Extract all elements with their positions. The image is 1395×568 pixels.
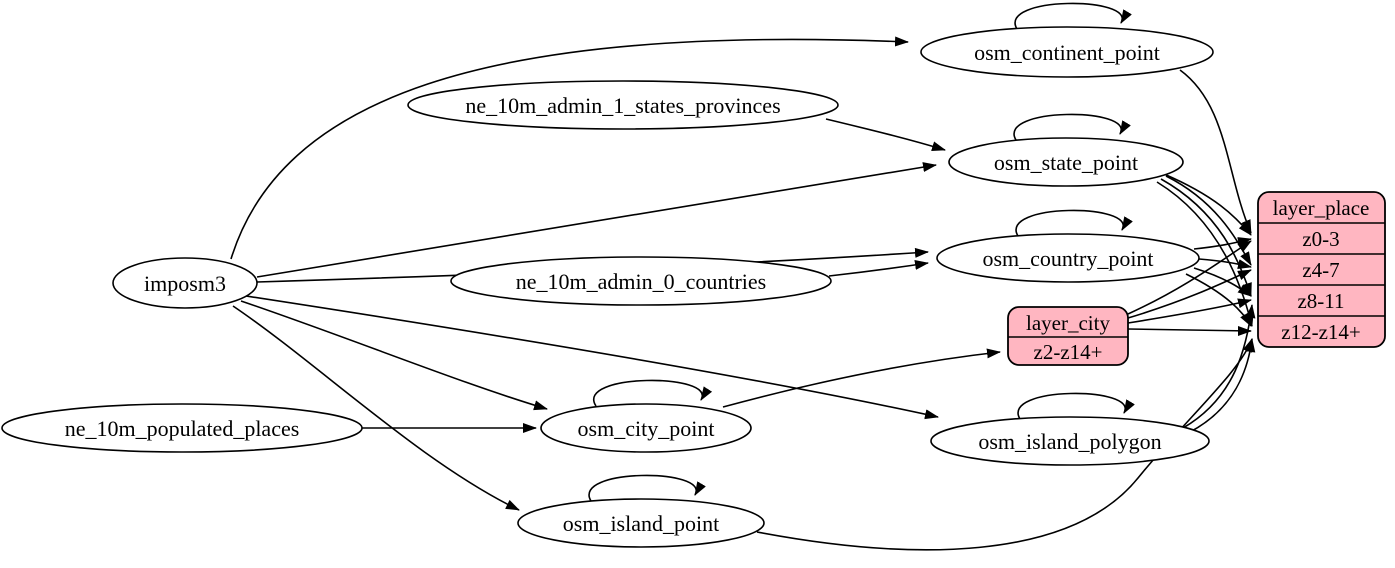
nodes-group: imposm3 ne_10m_admin_1_states_provinces …	[1, 26, 1386, 548]
edge-osm_country_point-layer_place-z8-11	[1193, 267, 1252, 297]
edge-imposm3-osm_island_point	[232, 305, 520, 511]
edge-imposm3-osm_city_point	[240, 300, 548, 411]
imposm3-label: imposm3	[144, 271, 226, 296]
edge-osm_country_point-layer_place-z12-z14	[1185, 273, 1252, 327]
node-ne_10m_admin_0_countries: ne_10m_admin_0_countries	[450, 256, 832, 306]
ne_10m_admin_0_countries-label: ne_10m_admin_0_countries	[516, 269, 767, 294]
ne_10m_populated_places-label: ne_10m_populated_places	[65, 416, 300, 441]
node-osm_continent_point: osm_continent_point	[920, 26, 1214, 78]
layer_place-row-z0-3: z0-3	[1302, 227, 1339, 251]
edge-imposm3-osm_island_polygon	[245, 295, 939, 420]
edge-layer_city-layer_place-z8-11	[1127, 298, 1252, 324]
edge-osm_state_point-layer_place-z8-11	[1160, 178, 1252, 297]
layer_city-title: layer_city	[1026, 311, 1110, 335]
osm_island_polygon-label: osm_island_polygon	[978, 429, 1161, 454]
node-osm_state_point: osm_state_point	[948, 137, 1184, 187]
edge-layer_city-layer_place-z12-z14	[1127, 325, 1252, 336]
self-loop-osm_state_point	[1013, 113, 1131, 141]
edge-ne_10m_admin_1_states_provinces-osm_state_point	[825, 118, 946, 152]
edge-osm_continent_point-layer_place-z0-3	[1179, 69, 1252, 234]
osm_city_point-shape	[540, 403, 752, 453]
node-ne_10m_admin_1_states_provinces: ne_10m_admin_1_states_provinces	[407, 80, 839, 130]
node-osm_island_polygon: osm_island_polygon	[930, 416, 1210, 466]
edge-imposm3-osm_state_point	[256, 162, 937, 278]
edge-osm_island_point-layer_place-z12-z14	[756, 338, 1253, 551]
ne_10m_admin_0_countries-shape	[450, 256, 832, 306]
node-osm_city_point: osm_city_point	[540, 403, 752, 453]
osm_island_point-label: osm_island_point	[563, 511, 719, 536]
edge-ne_10m_admin_0_countries-osm_country_point	[828, 260, 929, 277]
self-loop-osm_island_polygon	[1017, 392, 1135, 420]
layer_place-row-z8-11: z8-11	[1297, 289, 1344, 313]
self-loop-osm_country_point	[1015, 209, 1133, 237]
node-imposm3: imposm3	[112, 257, 258, 309]
edge-osm_city_point-layer_city-z2-z14	[722, 348, 1001, 408]
osm_continent_point-label: osm_continent_point	[974, 40, 1160, 65]
ne_10m_admin_1_states_provinces-shape	[407, 80, 839, 130]
osm_state_point-shape	[948, 137, 1184, 187]
osm_island_point-shape	[517, 498, 765, 548]
layer_city-row-z2-z14: z2-z14+	[1034, 340, 1103, 364]
self-loop-osm_continent_point	[1014, 2, 1132, 30]
layer_place-row-z4-7: z4-7	[1302, 258, 1339, 282]
self-loop-osm_city_point	[592, 379, 713, 407]
layer_place-row-z12-z14: z12-z14+	[1281, 320, 1360, 344]
layer_city-box	[1007, 306, 1129, 366]
osm_country_point-shape	[936, 233, 1200, 283]
edge-layer_city-layer_place-z0-3	[1127, 240, 1252, 315]
ne_10m_populated_places-shape	[1, 403, 363, 453]
edge-osm_country_point-layer_place-z4-7	[1198, 258, 1252, 269]
edges-group	[230, 2, 1256, 551]
layer_place-box	[1257, 191, 1386, 348]
osm_island_polygon-shape	[930, 416, 1210, 466]
node-layer_city: layer_city z2-z14+	[1007, 306, 1129, 366]
edge-layer_city-layer_place-z4-7	[1127, 269, 1252, 319]
edge-osm_state_point-layer_place-z0-3	[1163, 173, 1252, 236]
node-osm_country_point: osm_country_point	[936, 233, 1200, 283]
edge-imposm3-osm_continent_point	[230, 36, 909, 260]
ne_10m_admin_1_states_provinces-label: ne_10m_admin_1_states_provinces	[465, 93, 780, 118]
osm_country_point-label: osm_country_point	[982, 246, 1153, 271]
node-layer_place: layer_place z0-3 z4-7 z8-11 z12-z14+	[1257, 191, 1386, 348]
node-ne_10m_populated_places: ne_10m_populated_places	[1, 403, 363, 453]
osm_state_point-label: osm_state_point	[994, 150, 1138, 175]
edge-osm_state_point-layer_place-z4-7	[1165, 175, 1252, 266]
self-loop-osm_island_point	[588, 474, 706, 502]
node-osm_island_point: osm_island_point	[517, 498, 765, 548]
osm_city_point-label: osm_city_point	[578, 416, 715, 441]
imposm3-shape	[112, 257, 258, 309]
edge-osm_country_point-layer_place-z0-3	[1193, 237, 1252, 250]
osm_continent_point-shape	[920, 26, 1214, 78]
edge-osm_island_polygon-layer_place-z8-11	[1182, 304, 1256, 429]
layer_place-title: layer_place	[1273, 196, 1370, 220]
